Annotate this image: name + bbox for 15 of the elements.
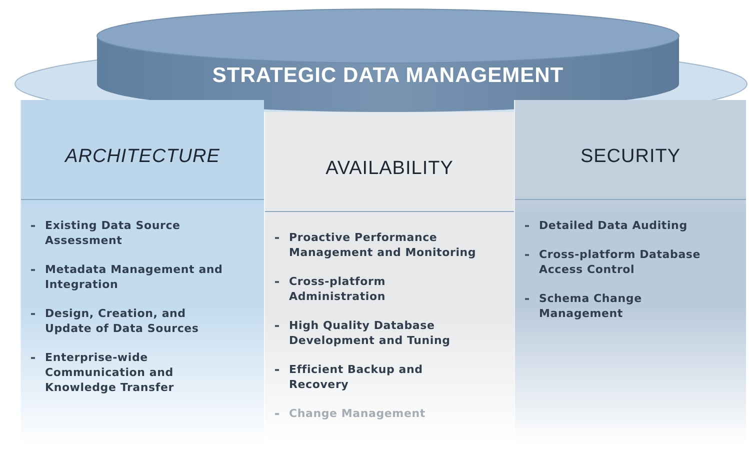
bullet-item: Proactive Performance Management and Monitoring	[289, 230, 478, 260]
bullet-item: Existing Data Source Assessment	[45, 218, 182, 248]
top-disc	[95, 6, 681, 114]
disc-title: STRATEGIC DATA MANAGEMENT	[212, 64, 564, 88]
bullet-item: Change Management	[289, 406, 426, 421]
bullet-item: Cross-platform Administration	[289, 274, 386, 304]
bullet-item: Design, Creation, and Update of Data Sources	[45, 306, 200, 336]
bullet-item: Cross-platform Database Access Control	[539, 247, 702, 277]
bullet-item: Enterprise-wide Communication and Knowledge Transfer	[45, 350, 175, 395]
bullet-item: Metadata Management and Integration	[45, 262, 224, 292]
section-heading: SECURITY	[515, 100, 746, 200]
bullet-item: Efficient Backup and Recovery	[289, 362, 424, 392]
bullet-item: High Quality Database Development and Tuning	[289, 318, 452, 348]
bullet-item: Detailed Data Auditing	[539, 218, 688, 233]
bullet-item: Schema Change Management	[539, 291, 643, 321]
